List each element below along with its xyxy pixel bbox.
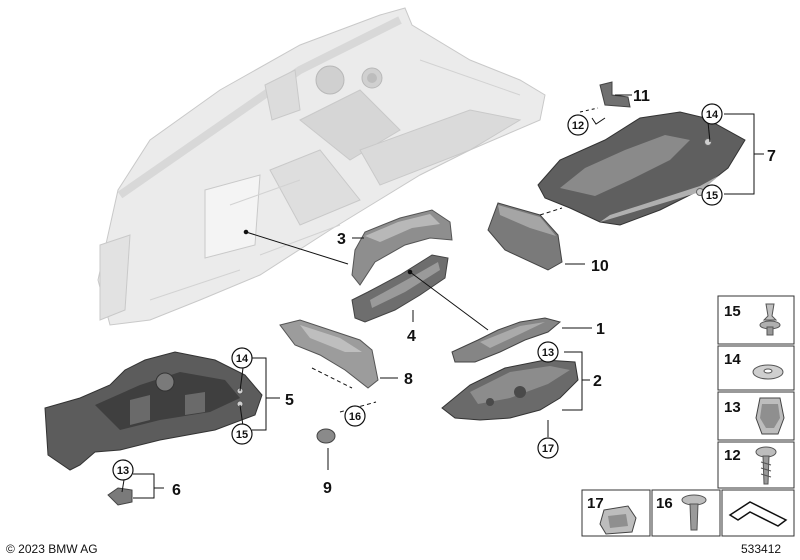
callout-11: 11 bbox=[633, 88, 650, 105]
callout-8: 8 bbox=[404, 371, 413, 388]
part-2 bbox=[441, 359, 579, 421]
small-parts-legend: 15 14 13 12 bbox=[581, 295, 795, 537]
callout-12: 12 bbox=[572, 120, 584, 132]
copyright-notice: © 2023 BMW AG bbox=[6, 542, 98, 556]
image-id: 533412 bbox=[741, 542, 782, 556]
push-rivet-icon bbox=[759, 303, 781, 336]
callout-15-part5: 15 bbox=[236, 429, 248, 441]
callout-3: 3 bbox=[337, 231, 346, 248]
part-4 bbox=[351, 254, 449, 323]
legend-label-13: 13 bbox=[724, 399, 741, 416]
callout-1: 1 bbox=[596, 321, 605, 338]
part-1 bbox=[451, 317, 562, 363]
part-5 bbox=[44, 351, 263, 471]
legend-label-17: 17 bbox=[587, 495, 604, 512]
callout-14-part7: 14 bbox=[706, 109, 719, 121]
callout-16: 16 bbox=[349, 411, 361, 423]
callout-6: 6 bbox=[172, 482, 181, 499]
bolt-icon bbox=[681, 494, 707, 531]
spring-clip-icon bbox=[755, 397, 785, 435]
part-8 bbox=[279, 319, 379, 389]
legend-item-17: 17 bbox=[581, 489, 651, 537]
callout-4: 4 bbox=[407, 328, 416, 345]
callout-9: 9 bbox=[323, 480, 332, 497]
part-7 bbox=[537, 111, 746, 226]
legend-item-14: 14 bbox=[717, 345, 795, 391]
callout-14-part5: 14 bbox=[236, 353, 249, 365]
legend-item-symbol bbox=[721, 489, 795, 537]
legend-item-12: 12 bbox=[717, 441, 795, 489]
part-6 bbox=[107, 487, 133, 506]
legend-item-16: 16 bbox=[651, 489, 721, 537]
leader-lines bbox=[121, 94, 764, 499]
callout-numbers: 3 4 1 2 10 11 7 5 8 9 6 bbox=[172, 88, 776, 499]
dashboard-illustration bbox=[97, 7, 546, 326]
legend-label-12: 12 bbox=[724, 447, 741, 464]
callout-17: 17 bbox=[542, 443, 554, 455]
part-11 bbox=[599, 81, 631, 108]
screw-icon bbox=[755, 446, 777, 485]
callout-10: 10 bbox=[591, 258, 609, 275]
callout-7: 7 bbox=[767, 148, 776, 165]
circled-callout-labels: 12 14 15 13 17 14 15 16 13 bbox=[117, 109, 719, 477]
circled-callouts bbox=[112, 103, 723, 481]
part-10 bbox=[487, 202, 563, 271]
callout-2: 2 bbox=[593, 373, 602, 390]
washer-icon bbox=[752, 364, 784, 380]
callout-5: 5 bbox=[285, 392, 294, 409]
part-3 bbox=[351, 209, 453, 286]
legend-item-15: 15 bbox=[717, 295, 795, 345]
callout-15-part7: 15 bbox=[706, 190, 718, 202]
part-9 bbox=[316, 428, 336, 444]
callout-13-part6: 13 bbox=[117, 465, 129, 477]
legend-label-15: 15 bbox=[724, 303, 741, 320]
legend-label-16: 16 bbox=[656, 495, 673, 512]
legend-item-13: 13 bbox=[717, 391, 795, 441]
legend-label-14: 14 bbox=[724, 351, 741, 368]
clip-nut-icon bbox=[599, 505, 637, 535]
callout-13-part2: 13 bbox=[542, 347, 554, 359]
bracket-symbol-icon bbox=[728, 501, 788, 527]
